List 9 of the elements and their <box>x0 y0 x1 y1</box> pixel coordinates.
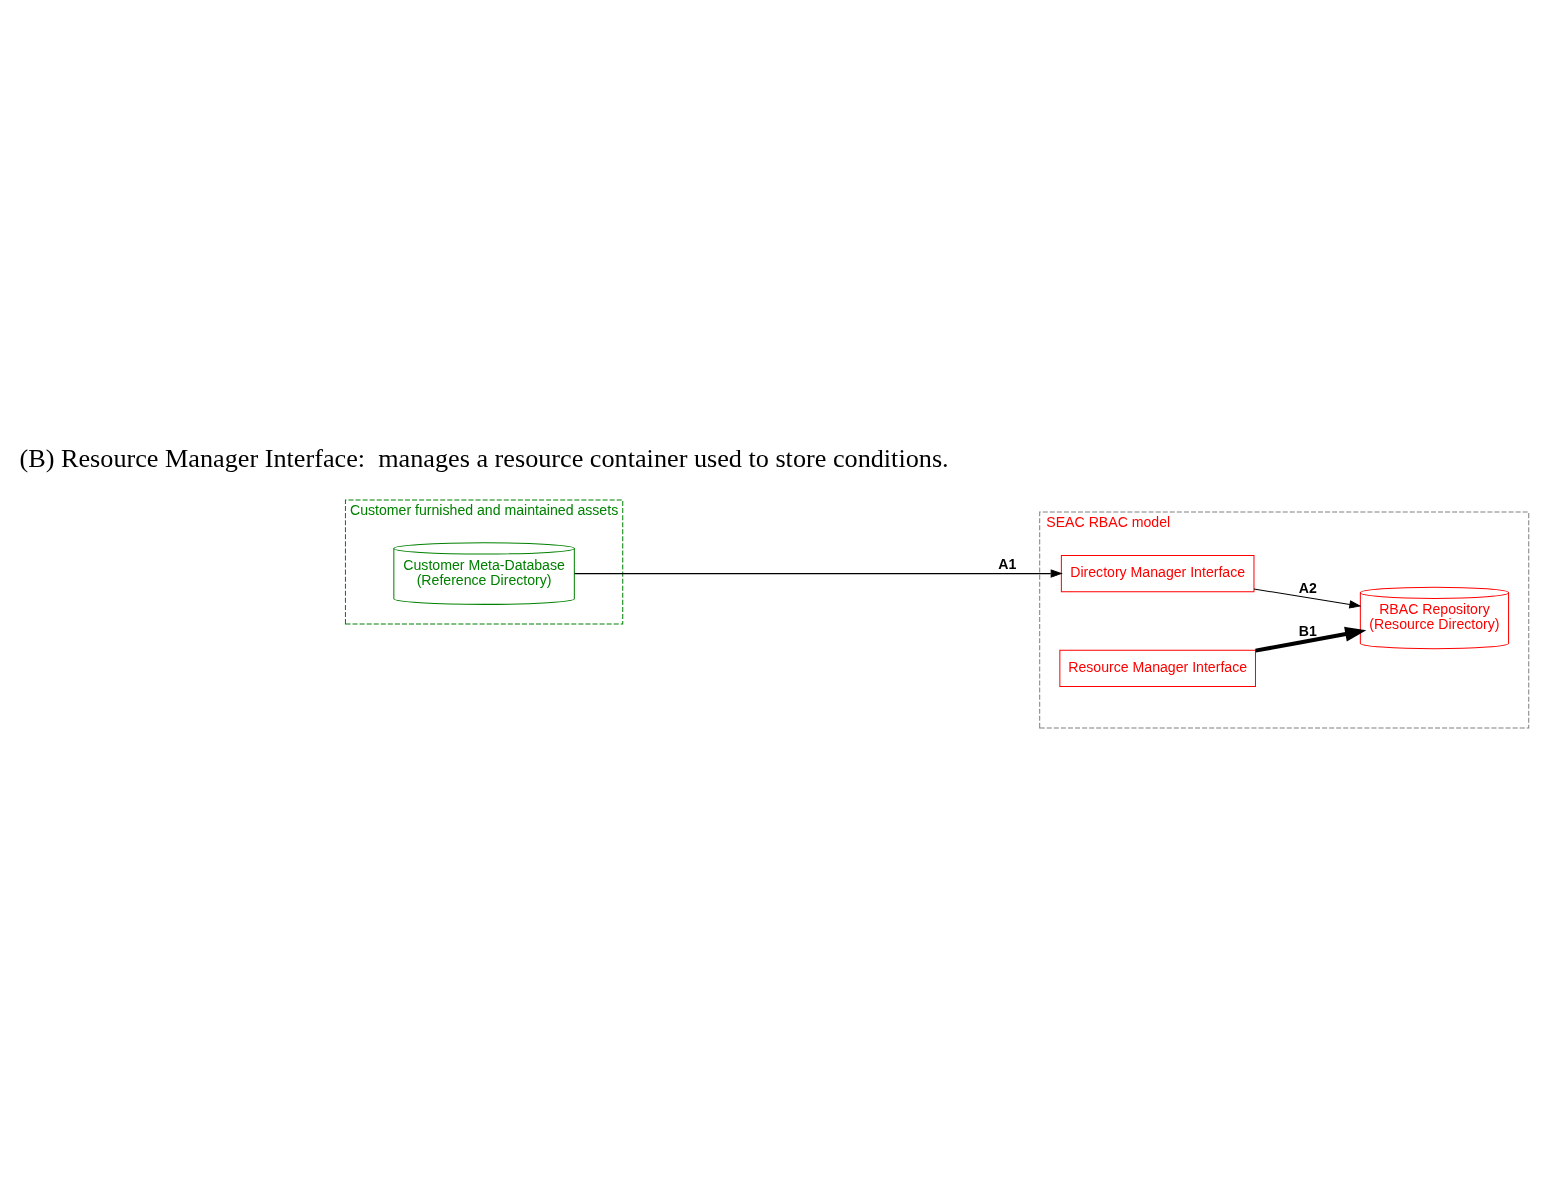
node-box: Directory Manager Interface <box>1060 554 1255 592</box>
arrow <box>1253 588 1362 609</box>
arrow <box>574 568 1063 578</box>
edge-label: A2 <box>1298 579 1317 596</box>
edge-label: B1 <box>1298 622 1317 639</box>
label: (B) Resource Manager Interface: manages a resource container used to store conditions. <box>19 443 949 473</box>
node-box: Resource Manager Interface <box>1059 649 1256 687</box>
arrow <box>1255 626 1367 653</box>
edge-label: A1 <box>998 555 1017 572</box>
